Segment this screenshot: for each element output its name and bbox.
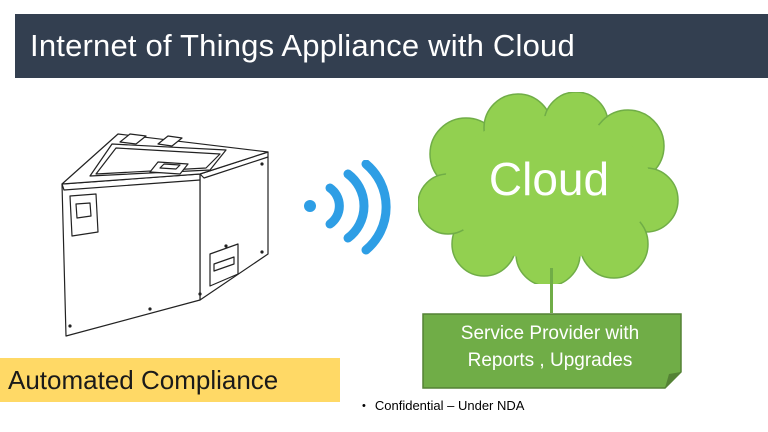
bullet-icon: • — [362, 399, 366, 412]
appliance-icon — [61, 133, 269, 337]
wifi-signal-icon — [304, 160, 391, 255]
title-bar: Internet of Things Appliance with Cloud — [15, 14, 768, 78]
service-provider-box — [422, 313, 682, 389]
cloud-icon — [418, 92, 679, 284]
confidential-note: • Confidential – Under NDA — [362, 398, 524, 413]
cloud-label: Cloud — [488, 153, 610, 205]
page-title: Internet of Things Appliance with Cloud — [30, 28, 575, 63]
cloud-connector-line — [550, 268, 553, 313]
compliance-banner: Automated Compliance — [0, 358, 340, 402]
service-line-1: Service Provider with — [460, 323, 640, 344]
service-line-2: Reports , Upgrades — [467, 350, 633, 371]
note-text: Confidential – Under NDA — [374, 398, 525, 413]
service-provider-label: Service Provider with Reports , Upgrades — [421, 316, 679, 378]
compliance-label: Automated Compliance — [8, 364, 279, 395]
